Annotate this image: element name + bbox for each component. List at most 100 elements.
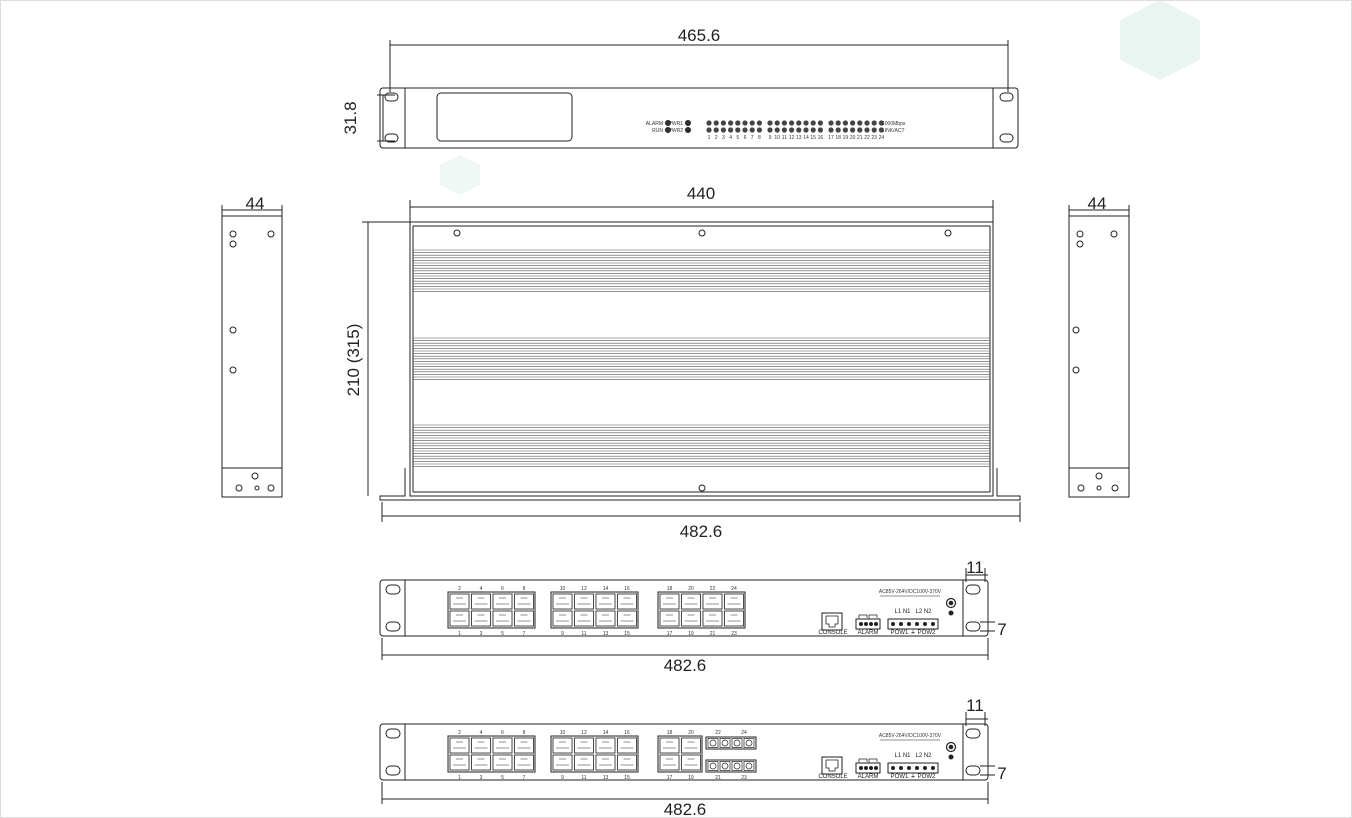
side-view-right: 44 xyxy=(1068,194,1130,498)
rj45-port xyxy=(617,754,637,771)
port-led xyxy=(835,127,841,133)
port-number: 2 xyxy=(458,586,461,592)
port-number: 10 xyxy=(560,730,566,736)
terminal-screw xyxy=(931,622,935,626)
rj45-port xyxy=(574,593,594,610)
ground-screw-center xyxy=(948,744,954,750)
port-number: 1 xyxy=(458,775,461,781)
sfp-fiber xyxy=(745,739,753,747)
rj45-port xyxy=(681,754,701,771)
rear-chassis xyxy=(379,579,989,637)
port-number: 21 xyxy=(715,775,721,781)
console-port xyxy=(821,756,843,775)
port-led xyxy=(850,120,856,126)
mounting-hole xyxy=(385,728,401,739)
console-port-icon xyxy=(825,615,839,628)
rj45-contacts xyxy=(577,741,591,766)
ground-screw xyxy=(945,597,957,609)
dim-side-left: 44 xyxy=(246,194,265,213)
port-led xyxy=(749,120,755,126)
terminal-screw xyxy=(874,622,878,626)
port-led xyxy=(767,120,773,126)
rj45-contacts xyxy=(727,597,741,622)
ground-screw-center xyxy=(948,600,954,606)
port-led xyxy=(789,127,795,133)
rj45-port xyxy=(471,737,491,754)
sfp-port xyxy=(743,761,755,771)
mounting-hole xyxy=(965,765,981,776)
chassis-top xyxy=(409,221,994,497)
port-led xyxy=(706,127,712,133)
rj45-contacts xyxy=(599,741,612,766)
port-led xyxy=(742,120,748,126)
alarm-latch xyxy=(858,614,878,619)
led-port-number: 8 xyxy=(758,135,761,141)
rj45-port xyxy=(595,754,616,771)
mounting-hole xyxy=(965,621,981,632)
port-number: 19 xyxy=(688,775,694,781)
port-led xyxy=(857,120,863,126)
port-led xyxy=(742,127,748,133)
rj45-port xyxy=(492,593,513,610)
terminal-screw xyxy=(899,766,903,770)
port-led xyxy=(864,127,870,133)
sfp-fiber xyxy=(733,762,741,770)
led-port-number: 5 xyxy=(736,135,739,141)
rj45-port xyxy=(471,754,491,771)
port-led xyxy=(720,120,727,126)
port-number: 23 xyxy=(731,631,737,637)
led-port-number: 4 xyxy=(729,135,732,141)
dim-side-right: 44 xyxy=(1088,194,1107,213)
dim-ear-offset-1: 11 xyxy=(966,558,984,577)
port-led xyxy=(735,120,741,126)
console-label: CONSOLE xyxy=(818,774,847,780)
terminal-screw xyxy=(859,766,863,770)
port-led xyxy=(842,120,849,126)
port-number: 4 xyxy=(480,730,483,736)
led-label-link: LINK/ACT xyxy=(882,128,905,134)
led-port-number: 12 xyxy=(789,135,795,141)
sfp-fiber xyxy=(709,739,717,747)
port-number: 8 xyxy=(523,730,526,736)
dim-front-height: 31.8 xyxy=(341,101,360,134)
port-number: 22 xyxy=(715,730,721,736)
dim-rack-width-rear1: 482.6 xyxy=(664,656,707,675)
dim-rack-width-rear2: 482.6 xyxy=(664,800,707,818)
port-number: 3 xyxy=(480,631,483,637)
dim-ear-hole-2: 7 xyxy=(997,764,1006,783)
led-port-number: 11 xyxy=(782,135,787,141)
rj45-contacts xyxy=(684,741,698,766)
port-number: 22 xyxy=(710,586,716,592)
port-number: 20 xyxy=(688,730,694,736)
led-port-number: 15 xyxy=(810,135,816,141)
led-port-number: 13 xyxy=(796,135,802,141)
port-number: 12 xyxy=(581,730,587,736)
port-number: 5 xyxy=(501,775,504,781)
rj45-contacts xyxy=(684,597,698,622)
rj45-port xyxy=(514,610,534,627)
rj45-port xyxy=(659,737,680,754)
port-led xyxy=(850,127,856,133)
led-port-number: 6 xyxy=(744,135,747,141)
rj45-port xyxy=(514,754,534,771)
port-led xyxy=(810,120,816,126)
port-led xyxy=(774,120,780,126)
port-led xyxy=(871,127,877,133)
port-led xyxy=(857,127,863,133)
port-led xyxy=(828,127,834,133)
port-led xyxy=(728,127,734,133)
terminal-screw xyxy=(864,622,868,626)
rj45-port xyxy=(702,610,723,627)
port-number: 13 xyxy=(603,775,609,781)
rj45-port xyxy=(681,610,701,627)
terminal-screw xyxy=(899,622,903,626)
console-port xyxy=(821,612,843,631)
rj45-port xyxy=(681,737,701,754)
port-led xyxy=(878,120,885,126)
rj45-port xyxy=(617,610,637,627)
led-port-number: 19 xyxy=(843,135,849,141)
rj45-contacts xyxy=(556,741,569,766)
rj45-contacts xyxy=(663,597,676,622)
